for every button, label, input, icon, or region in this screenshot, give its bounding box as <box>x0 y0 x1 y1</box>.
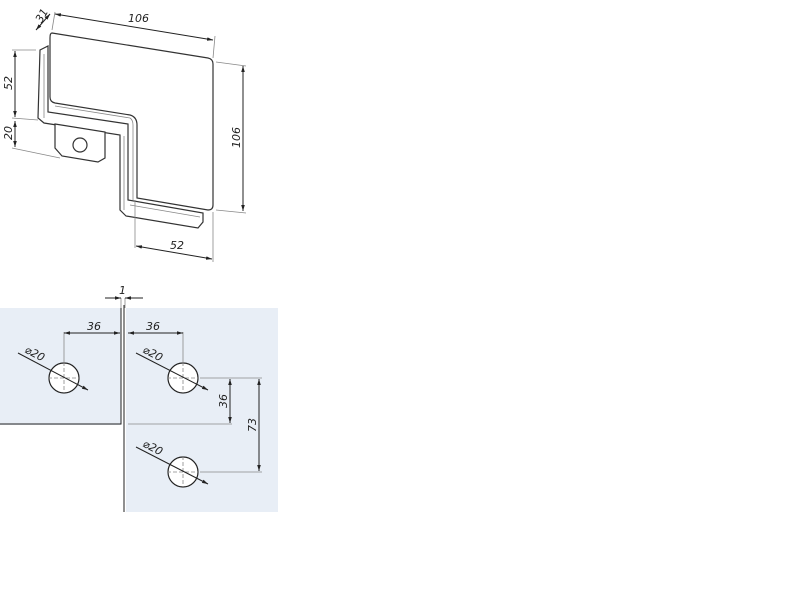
hole-layout-view: 1 36 36 ⌀20 ⌀20 ⌀20 36 73 <box>0 284 278 512</box>
dim-left-offset: 36 <box>87 320 101 333</box>
dim-hole-spacing-long: 73 <box>246 418 259 432</box>
dim-gap: 1 <box>119 284 126 297</box>
dim-depth: 31 <box>33 6 51 25</box>
dim-height-upper-left: 52 <box>2 76 15 90</box>
dim-right-offset: 36 <box>146 320 160 333</box>
hinge-main-plate <box>49 32 214 211</box>
dim-width-top: 106 <box>128 12 149 25</box>
dim-height-lower-left: 20 <box>2 126 15 140</box>
hole-right-bottom: ⌀20 <box>135 437 209 488</box>
dim-hole-spacing-short: 36 <box>217 394 230 408</box>
mount-hole <box>72 137 88 153</box>
hole-left: ⌀20 <box>17 343 89 394</box>
right-glass-panel <box>126 308 278 512</box>
dim-height-right: 106 <box>230 127 243 148</box>
hinge-isometric-view: 106 31 106 52 20 52 <box>2 6 247 262</box>
dim-width-bottom: 52 <box>170 239 184 252</box>
